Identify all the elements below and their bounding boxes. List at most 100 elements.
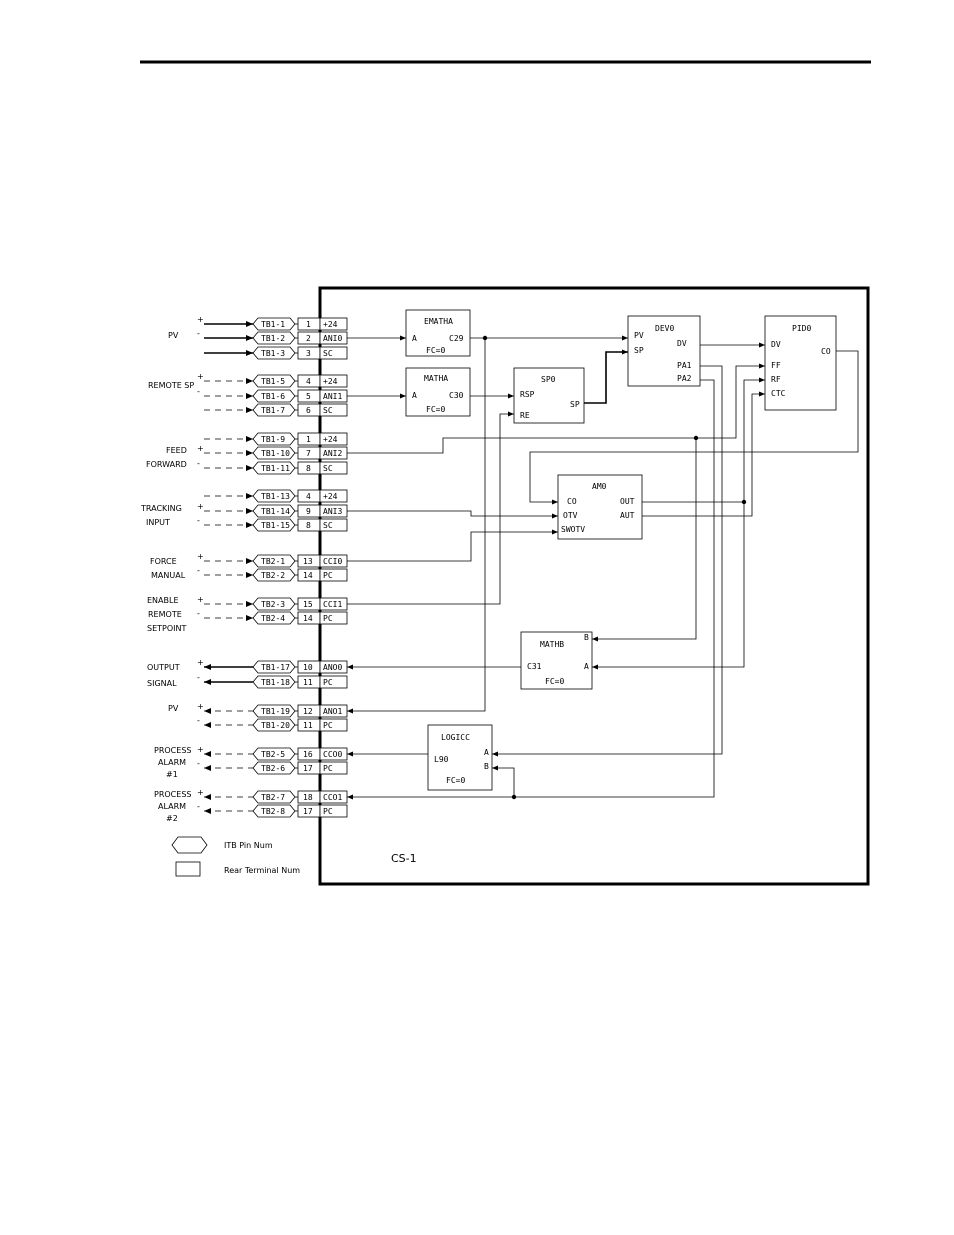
rear-terminal-label: 9 bbox=[306, 507, 311, 516]
rear-terminal-label: 17 bbox=[303, 764, 313, 773]
itb-pin-label: TB2-8 bbox=[261, 807, 285, 816]
arrowhead bbox=[246, 493, 253, 499]
rear-terminal-label: 13 bbox=[303, 557, 313, 566]
itb-pin-label: TB1-19 bbox=[261, 707, 290, 716]
svg-text:RSP: RSP bbox=[520, 390, 535, 399]
field-label-setpoint: SETPOINT bbox=[147, 624, 186, 633]
signal-name-box bbox=[319, 568, 348, 582]
block-logicc: LOGICC A L90 B FC=0 bbox=[427, 724, 493, 791]
rear-terminal-label: 14 bbox=[303, 571, 313, 580]
itb-pin-label: TB2-2 bbox=[261, 571, 285, 580]
svg-text:B: B bbox=[484, 762, 489, 771]
signal-name-box bbox=[319, 374, 348, 388]
rear-terminal-label: 14 bbox=[303, 614, 313, 623]
legend-itb-symbol bbox=[171, 836, 208, 854]
signal-name-label: SC bbox=[323, 521, 333, 530]
field-label-process-2: PROCESS bbox=[154, 790, 191, 799]
svg-text:OUT: OUT bbox=[620, 497, 635, 506]
svg-text:A: A bbox=[412, 334, 417, 343]
arrowhead bbox=[246, 378, 253, 384]
svg-text:MATHB: MATHB bbox=[540, 640, 564, 649]
signal-name-label: SC bbox=[323, 464, 333, 473]
legend-itb-label: ITB Pin Num bbox=[224, 841, 273, 850]
svg-text:DV: DV bbox=[771, 340, 781, 349]
signal-name-label: SC bbox=[323, 349, 333, 358]
itb-pin-label: TB2-1 bbox=[261, 557, 285, 566]
itb-pin-label: TB1-2 bbox=[261, 334, 285, 343]
svg-text:C29: C29 bbox=[449, 334, 464, 343]
polarity-mark: - bbox=[197, 566, 200, 575]
field-label-pv-out: PV bbox=[168, 704, 179, 713]
arrowhead bbox=[204, 679, 211, 685]
itb-pin-label: TB2-6 bbox=[261, 764, 285, 773]
arrowhead bbox=[204, 708, 211, 714]
svg-text:SP0: SP0 bbox=[541, 375, 556, 384]
rear-terminal-label: 11 bbox=[303, 721, 313, 730]
svg-text:DEV0: DEV0 bbox=[655, 324, 674, 333]
svg-text:PV: PV bbox=[634, 331, 644, 340]
field-label-forward: FORWARD bbox=[146, 460, 187, 469]
field-label-alarm-1: ALARM bbox=[158, 758, 186, 767]
polarity-mark: + bbox=[197, 502, 204, 511]
itb-pin-label: TB1-13 bbox=[261, 492, 290, 501]
itb-pin-label: TB1-3 bbox=[261, 349, 285, 358]
field-label-process-1: PROCESS bbox=[154, 746, 191, 755]
block-matha: MATHA A C30 FC=0 bbox=[405, 367, 471, 417]
arrowhead bbox=[204, 751, 211, 757]
terminal-row: TB2-2 14 PC - bbox=[197, 566, 348, 582]
signal-name-label: ANI0 bbox=[323, 334, 342, 343]
polarity-mark: - bbox=[197, 516, 200, 525]
itb-pin-label: TB2-5 bbox=[261, 750, 285, 759]
itb-pin-label: TB1-14 bbox=[261, 507, 290, 516]
signal-name-label: CCO1 bbox=[323, 793, 342, 802]
rear-terminal-label: 10 bbox=[303, 663, 313, 672]
svg-text:PID0: PID0 bbox=[792, 324, 811, 333]
polarity-mark: - bbox=[197, 609, 200, 618]
polarity-mark: - bbox=[197, 716, 200, 725]
internal-wiring bbox=[347, 335, 859, 800]
polarity-mark: + bbox=[197, 702, 204, 711]
svg-text:FF: FF bbox=[771, 361, 781, 370]
signal-name-box bbox=[319, 675, 348, 689]
field-label-alarm-2: ALARM bbox=[158, 802, 186, 811]
arrowhead bbox=[246, 465, 253, 471]
itb-pin-label: TB1-6 bbox=[261, 392, 285, 401]
svg-text:SWOTV: SWOTV bbox=[561, 525, 585, 534]
rear-terminal-label: 18 bbox=[303, 793, 313, 802]
signal-name-label: PC bbox=[323, 571, 333, 580]
rear-terminal-label: 2 bbox=[306, 334, 311, 343]
arrowhead bbox=[246, 508, 253, 514]
signal-name-label: +24 bbox=[323, 435, 338, 444]
itb-pin-label: TB1-15 bbox=[261, 521, 290, 530]
itb-pin-label: TB2-7 bbox=[261, 793, 285, 802]
arrowhead bbox=[246, 335, 253, 341]
svg-text:RF: RF bbox=[771, 375, 781, 384]
signal-name-label: +24 bbox=[323, 320, 338, 329]
signal-name-label: PC bbox=[323, 721, 333, 730]
rear-terminal-label: 4 bbox=[306, 377, 311, 386]
arrowhead bbox=[204, 808, 211, 814]
svg-text:SP: SP bbox=[634, 346, 644, 355]
polarity-mark: - bbox=[197, 673, 200, 682]
polarity-mark: + bbox=[197, 788, 204, 797]
field-labels: PV REMOTE SP FEED FORWARD TRACKING INPUT… bbox=[140, 331, 194, 823]
polarity-mark: - bbox=[197, 459, 200, 468]
arrowhead bbox=[246, 601, 253, 607]
svg-text:CO: CO bbox=[567, 497, 577, 506]
svg-text:LOGICC: LOGICC bbox=[441, 733, 470, 742]
signal-name-label: PC bbox=[323, 614, 333, 623]
field-label-force: FORCE bbox=[150, 557, 177, 566]
svg-text:C30: C30 bbox=[449, 391, 464, 400]
svg-text:A: A bbox=[484, 748, 489, 757]
arrowhead bbox=[204, 765, 211, 771]
signal-name-box bbox=[319, 432, 348, 446]
signal-name-label: PC bbox=[323, 764, 333, 773]
polarity-mark: - bbox=[197, 329, 200, 338]
field-label-output: OUTPUT bbox=[147, 663, 180, 672]
signal-name-box bbox=[319, 403, 348, 417]
block-dev0: DEV0 PV DV SP PA1 PA2 bbox=[627, 315, 701, 387]
